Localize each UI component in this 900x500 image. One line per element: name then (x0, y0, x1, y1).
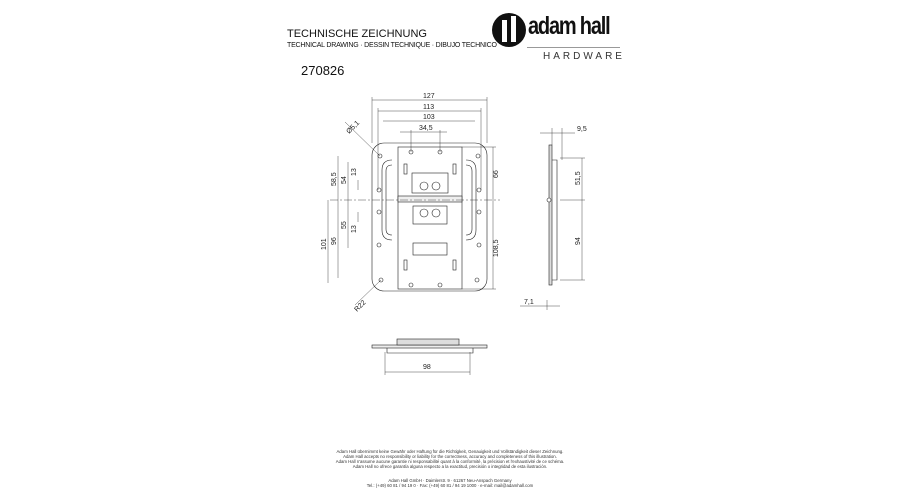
drawing-title: TECHNISCHE ZEICHNUNG (287, 28, 427, 40)
dim-7-1: 7,1 (524, 299, 534, 306)
logo-subtitle: HARDWARE (543, 51, 625, 62)
dim-103: 103 (423, 114, 435, 121)
dim-54: 54 (341, 176, 348, 184)
adam-hall-logo-icon (492, 13, 526, 47)
company-contact: Tel.: (+49) 60 81 / 94 19 0 · Fax: (+49)… (366, 483, 534, 488)
dim-9-5: 9,5 (577, 126, 587, 133)
dim-94: 94 (575, 237, 582, 245)
dim-108-5: 108,5 (493, 239, 500, 257)
dim-127: 127 (423, 93, 435, 100)
bottom-view (371, 338, 488, 375)
front-dimension-lines (327, 97, 496, 306)
dim-96: 96 (331, 237, 338, 245)
dim-55: 55 (341, 221, 348, 229)
dim-34-5: 34,5 (419, 125, 433, 132)
company-address: Adam Hall GmbH · Daimlerstr. 9 · 61267 N… (388, 478, 512, 483)
dim-hole-diameter: Ø5,1 (345, 120, 361, 136)
dim-58-5: 58,5 (331, 172, 338, 186)
dim-98: 98 (423, 364, 431, 371)
side-view (520, 128, 585, 310)
logo-divider (527, 47, 620, 48)
drawing-subtitle: TECHNICAL DRAWING · DESSIN TECHNIQUE · D… (287, 42, 497, 49)
dim-66: 66 (493, 170, 500, 178)
disclaimer-de: Adam Hall übernimmt keine Gewähr oder Ha… (336, 449, 564, 454)
dim-51-5: 51,5 (575, 171, 582, 185)
dim-13-top: 13 (351, 168, 358, 176)
dim-r22: R22 (353, 299, 367, 313)
front-view (330, 142, 500, 292)
contact-info: Adam Hall GmbH · Daimlerstr. 9 · 61267 N… (300, 478, 600, 488)
disclaimer-en: Adam Hall accepts no responsibility or l… (343, 454, 557, 459)
logo-wordmark: adam hall (528, 12, 611, 40)
article-number: 270826 (301, 63, 345, 78)
disclaimer-es: Adam Hall no ofrece garantía alguna resp… (352, 464, 548, 469)
disclaimer: Adam Hall übernimmt keine Gewähr oder Ha… (300, 449, 600, 469)
disclaimer-fr: Adam Hall n'assume aucune garantie ni re… (335, 459, 565, 464)
dim-101: 101 (321, 238, 328, 250)
dim-113: 113 (423, 104, 434, 111)
dim-13-bottom: 13 (351, 225, 358, 233)
